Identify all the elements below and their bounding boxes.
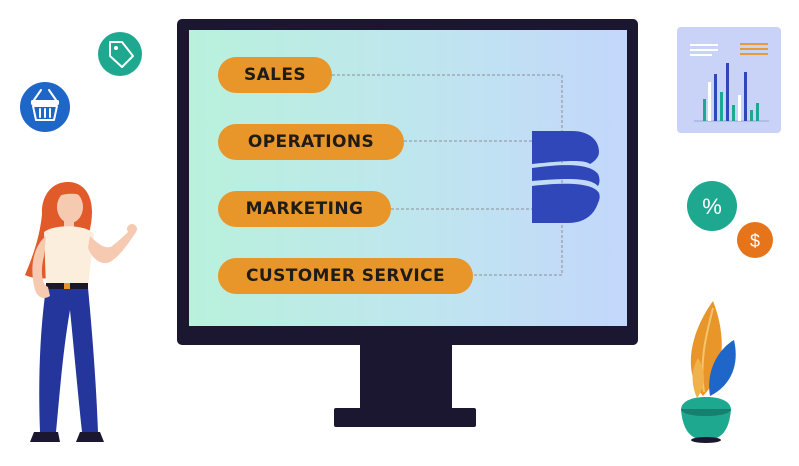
shopping-basket-icon xyxy=(20,82,70,132)
department-pill-customer-service: CUSTOMER SERVICE xyxy=(218,258,473,294)
percent-symbol: % xyxy=(702,194,722,219)
report-chart-bars xyxy=(703,63,759,121)
report-chart-icon xyxy=(677,27,781,133)
percent-badge: % xyxy=(687,181,737,231)
price-tag-icon xyxy=(98,32,142,76)
monitor-stand-base xyxy=(334,408,476,427)
dollar-badge: $ xyxy=(737,222,773,258)
person-illustration xyxy=(25,182,137,442)
department-pill-sales: SALES xyxy=(218,57,332,93)
brand-logo-icon xyxy=(532,131,600,223)
department-pill-marketing: MARKETING xyxy=(218,191,391,227)
monitor-stand-neck xyxy=(360,340,452,410)
department-pill-operations: OPERATIONS xyxy=(218,124,404,160)
dollar-symbol: $ xyxy=(750,231,760,251)
plant-icon xyxy=(681,301,736,443)
